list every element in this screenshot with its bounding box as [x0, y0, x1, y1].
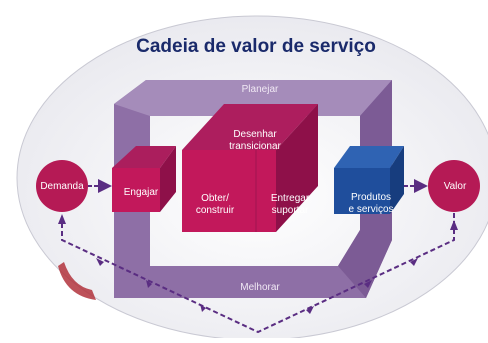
feedback-loop-left — [61, 213, 455, 334]
feedback-arrowhead-3 — [146, 280, 152, 288]
engage-cube-top — [112, 146, 176, 168]
feedback-arrowhead-1 — [58, 214, 66, 224]
feedback-arrowhead-6 — [364, 280, 372, 288]
products-cube-top — [334, 146, 404, 168]
center-cube-top — [182, 104, 318, 150]
center-cube-side — [276, 104, 318, 232]
improve-label: Melhorar — [240, 282, 280, 293]
feedback-arrowhead-2 — [96, 258, 104, 266]
engage-label: Engajar — [123, 187, 159, 198]
feedback-arrowhead-4 — [200, 304, 206, 312]
decorative-swoosh — [58, 262, 96, 300]
products-cube-front — [334, 168, 390, 214]
diagram-title: Cadeia de valor de serviço — [136, 36, 376, 57]
products-cube-side — [390, 146, 404, 214]
products-services-label: Produtos e serviços — [348, 192, 394, 215]
center-cube-front — [182, 150, 276, 232]
value-label: Valor — [443, 181, 467, 192]
feedback-arrowhead-5 — [306, 306, 314, 314]
engage-cube-front — [112, 168, 160, 212]
ring-top-face — [114, 80, 392, 116]
deliver-support-label: Entregar suportar — [270, 193, 310, 216]
plan-label: Planejar — [241, 84, 279, 95]
obtain-build-label: Obter/ construir — [195, 193, 235, 216]
feedback-arrowhead-7 — [410, 258, 418, 266]
engage-cube-side — [160, 146, 176, 212]
demand-label: Demanda — [40, 181, 84, 192]
feedback-arrowhead-8 — [450, 220, 458, 230]
design-transition-label: Desenhar transicionar — [229, 129, 281, 152]
demand-circle — [36, 160, 88, 212]
value-circle — [428, 160, 480, 212]
